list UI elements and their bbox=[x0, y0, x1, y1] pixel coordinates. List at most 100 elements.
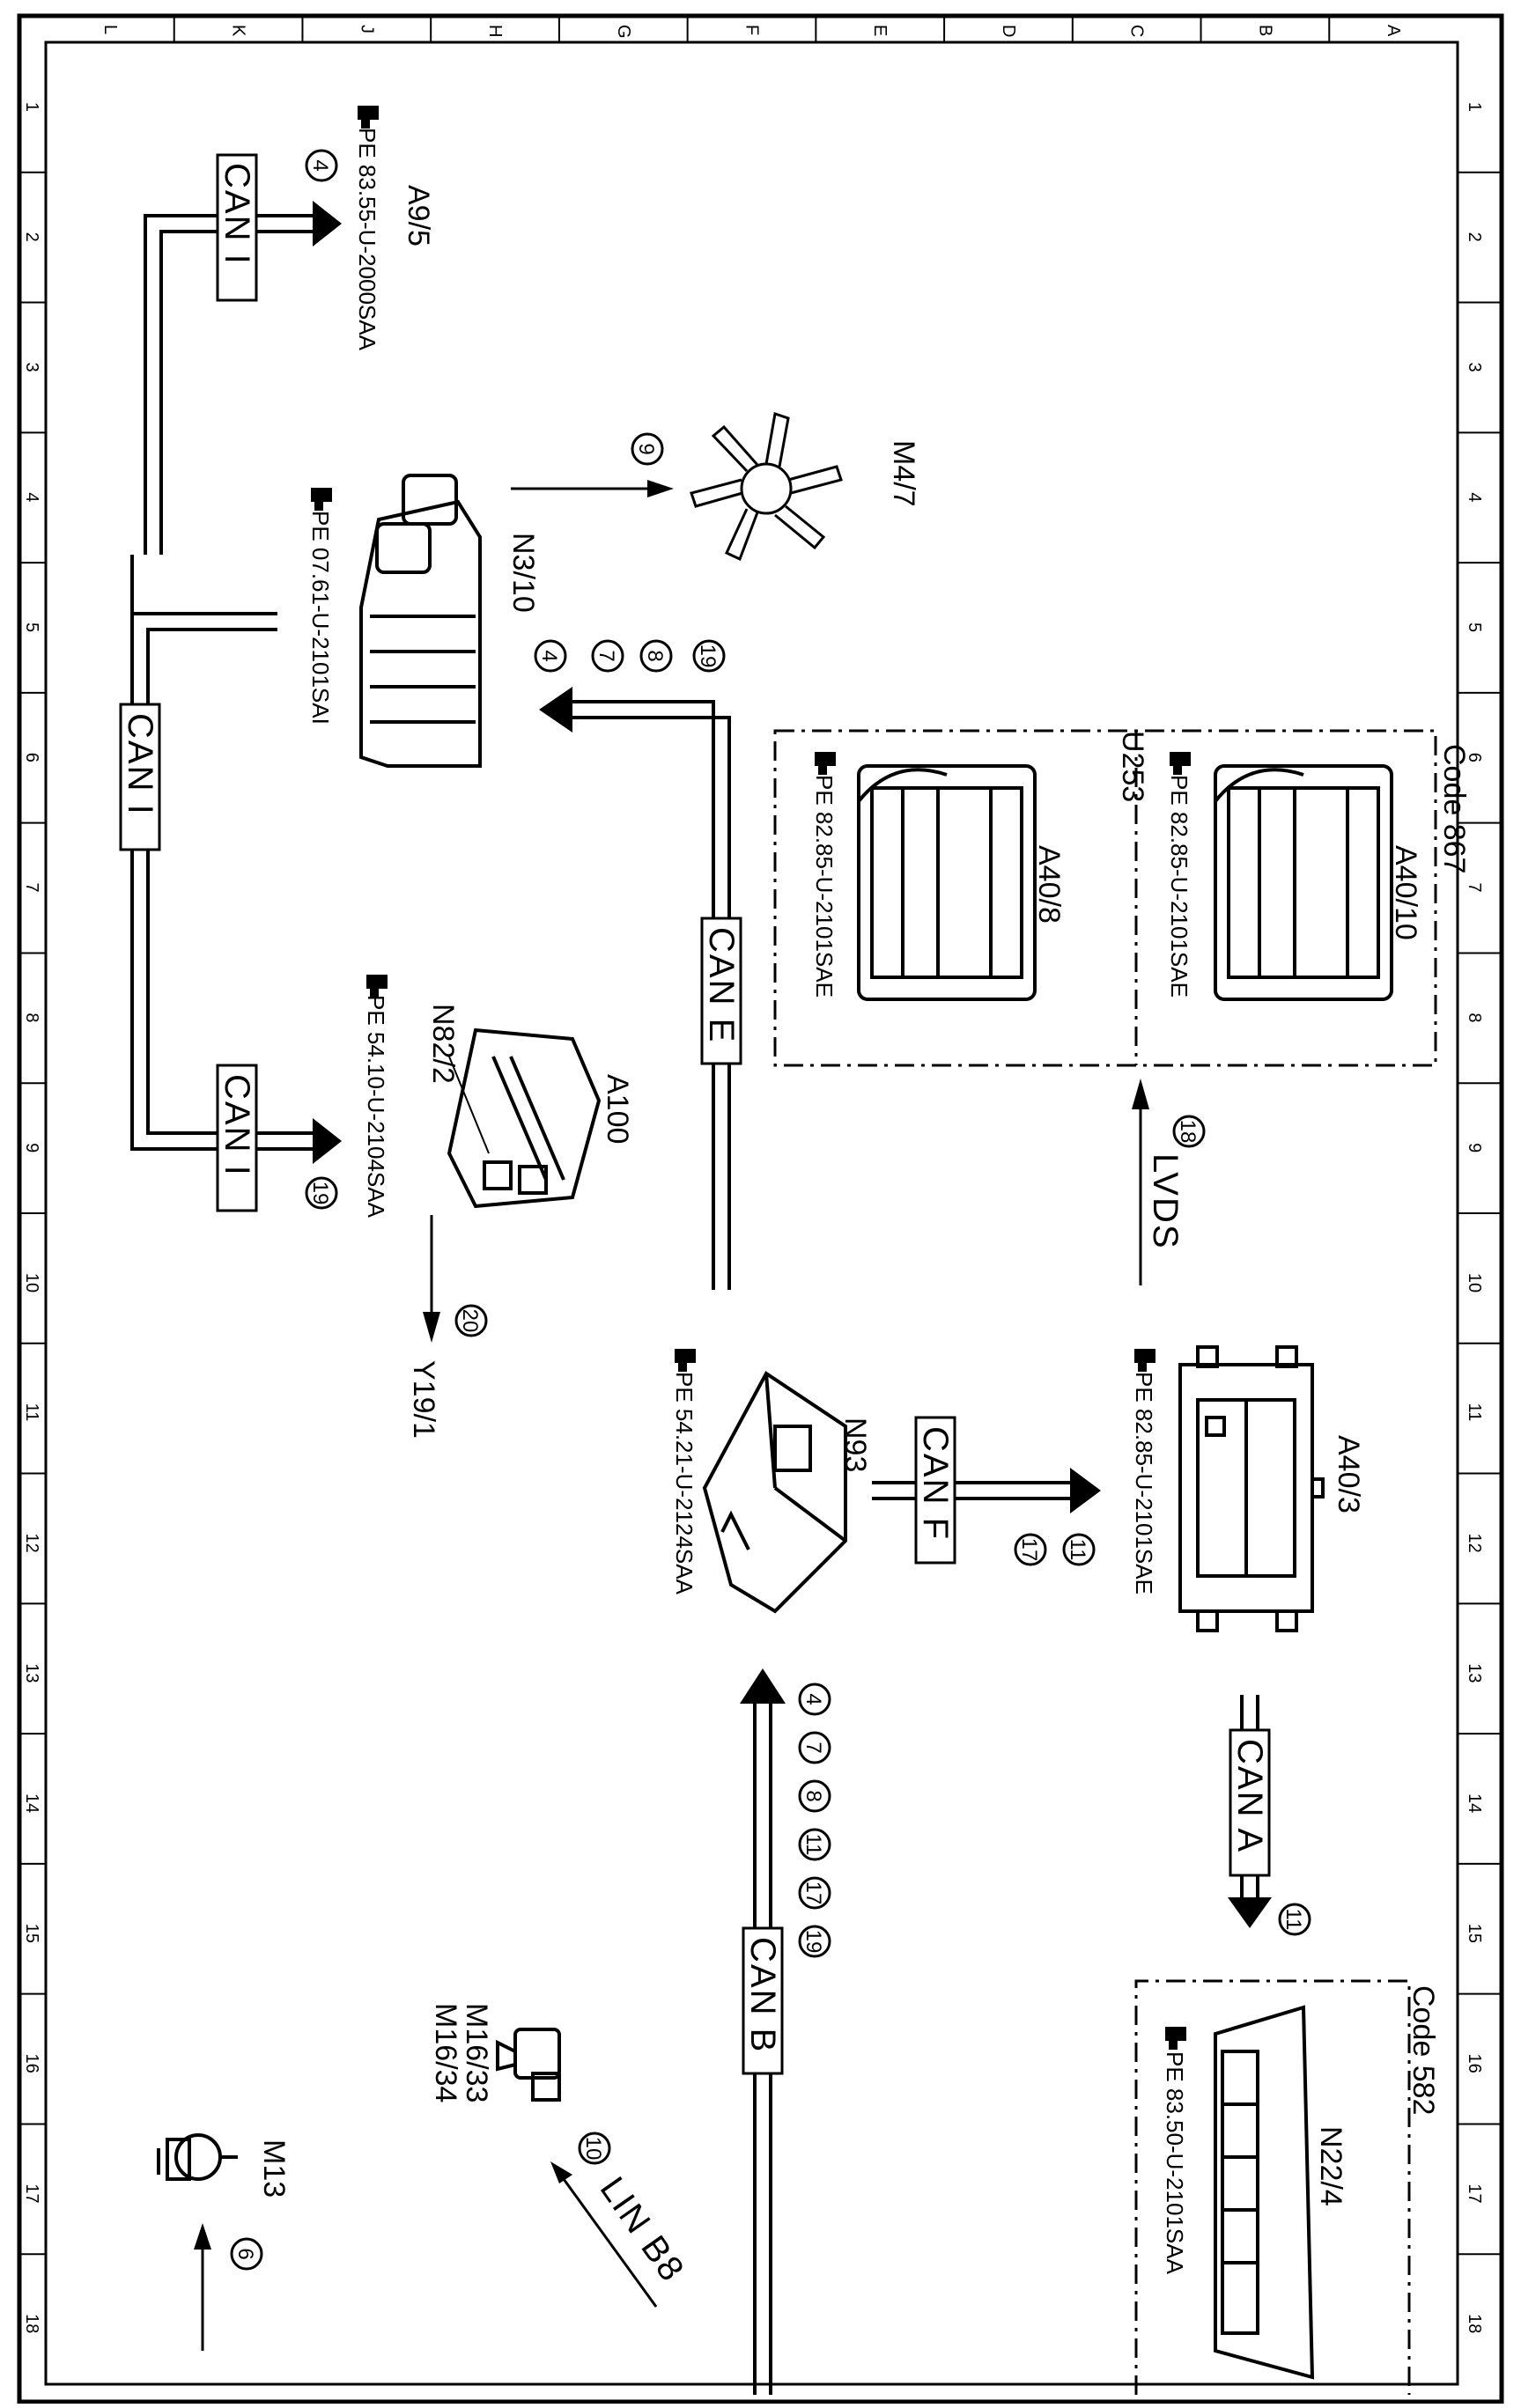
circle-20: 20 bbox=[454, 1304, 488, 1337]
svg-text:19: 19 bbox=[308, 1182, 332, 1205]
svg-text:19: 19 bbox=[801, 1930, 825, 1954]
climate-control-icon bbox=[1214, 2005, 1315, 2380]
component-a40-8[interactable]: PE 82.85-U-2101SAE A40/8 bbox=[811, 752, 1066, 1001]
grid-row-label: 12 bbox=[22, 1533, 41, 1552]
svg-text:18: 18 bbox=[1176, 1120, 1200, 1144]
can-i-label-3: CAN I bbox=[216, 1064, 258, 1212]
svg-text:PE 83.50-U-2101SAA: PE 83.50-U-2101SAA bbox=[1162, 2051, 1188, 2275]
component-m16[interactable]: M16/33 M16/34 bbox=[429, 2003, 561, 2102]
svg-text:CAN I: CAN I bbox=[218, 163, 256, 266]
can-i-arrow-a100 bbox=[313, 1118, 342, 1164]
grid-col-label: F bbox=[742, 25, 762, 35]
lin-b8-line bbox=[562, 2178, 658, 2308]
circle-19-a100: 19 bbox=[305, 1176, 338, 1210]
module-icon bbox=[447, 1027, 602, 1209]
arrow-head bbox=[647, 480, 674, 497]
grid-row-label: 8 bbox=[1465, 1013, 1484, 1022]
svg-text:7: 7 bbox=[801, 1742, 825, 1753]
grid-row-label: 2 bbox=[22, 232, 41, 242]
svg-text:A9/5: A9/5 bbox=[402, 185, 435, 247]
grid-row-label: 18 bbox=[22, 2314, 41, 2333]
grid-row-label: 10 bbox=[22, 1273, 41, 1292]
svg-text:N93: N93 bbox=[838, 1418, 872, 1472]
component-a40-3[interactable]: A40/3 PE 82.85-U-2101SAE bbox=[1131, 1345, 1365, 1632]
component-a100[interactable]: A100 N82/2 PE 54.10-U-2104SAA bbox=[363, 975, 634, 1219]
grid-col-label: D bbox=[999, 25, 1018, 37]
circle-18: 18 bbox=[1172, 1115, 1206, 1148]
svg-text:4: 4 bbox=[308, 159, 332, 171]
grid-col-label: G bbox=[614, 25, 633, 39]
grid-col-label: E bbox=[870, 25, 890, 36]
code-582-label: Code 582 bbox=[1407, 1985, 1440, 2115]
can-b-label: CAN B bbox=[742, 1926, 784, 2075]
pe-reference-icon bbox=[815, 752, 836, 775]
svg-text:11: 11 bbox=[1281, 1909, 1305, 1931]
svg-text:CAN A: CAN A bbox=[1230, 1739, 1269, 1853]
can-f-label: CAN F bbox=[914, 1416, 956, 1565]
svg-text:7: 7 bbox=[594, 650, 618, 661]
grid-row-label: 14 bbox=[1465, 1793, 1484, 1813]
actuator-icon bbox=[496, 2028, 561, 2102]
svg-text:11: 11 bbox=[801, 1834, 825, 1856]
pump-icon bbox=[157, 2133, 238, 2181]
grid-row-label: 10 bbox=[1465, 1273, 1484, 1292]
svg-text:M13: M13 bbox=[257, 2139, 291, 2198]
svg-text:M16/34: M16/34 bbox=[429, 2003, 462, 2102]
component-n93[interactable]: N93 PE 54.21-U-2124SAA bbox=[671, 1349, 872, 1614]
grid-col-label: L bbox=[100, 25, 120, 34]
grid-row-label: 12 bbox=[1465, 1533, 1484, 1552]
svg-text:19: 19 bbox=[696, 644, 720, 668]
svg-text:PE 82.85-U-2101SAE: PE 82.85-U-2101SAE bbox=[1166, 775, 1192, 998]
grid-row-label: 3 bbox=[1465, 362, 1484, 372]
can-f-bus bbox=[872, 1481, 1070, 1500]
can-e-bus bbox=[572, 700, 731, 1290]
svg-text:8: 8 bbox=[643, 650, 667, 661]
svg-text:10: 10 bbox=[581, 2137, 605, 2161]
grid-col-label: C bbox=[1127, 25, 1147, 37]
grid-row-label: 15 bbox=[22, 1924, 41, 1943]
grid-row-label: 13 bbox=[22, 1663, 41, 1683]
pe-reference-icon bbox=[1170, 752, 1191, 775]
component-m13[interactable]: M13 bbox=[157, 2133, 291, 2198]
pe-reference-icon bbox=[1134, 1349, 1156, 1372]
grid-row-label: 17 bbox=[1465, 2183, 1484, 2203]
pe-reference-icon bbox=[311, 488, 332, 511]
svg-text:PE 82.85-U-2101SAE: PE 82.85-U-2101SAE bbox=[1131, 1372, 1157, 1594]
component-n3-10[interactable]: PE 07.61-U-2101SAI N3/10 bbox=[307, 474, 540, 768]
grid-row-label: 7 bbox=[22, 883, 41, 893]
component-a9-5[interactable]: 4 A9/5 PE 83.55-U-2000SAA bbox=[305, 106, 435, 351]
can-i-label-1: CAN I bbox=[216, 153, 258, 302]
component-m4-7[interactable]: M4/7 bbox=[690, 412, 920, 562]
component-a40-10[interactable]: PE 82.85-U-2101SAE A40/10 bbox=[1166, 752, 1422, 1001]
grid-row-label: 5 bbox=[22, 622, 41, 632]
grid-col-label: H bbox=[485, 25, 505, 37]
component-n22-4[interactable]: N22/4 PE 83.50-U-2101SAA bbox=[1162, 2005, 1347, 2380]
svg-text:11: 11 bbox=[1066, 1539, 1089, 1561]
grid-col-label: A bbox=[1384, 25, 1403, 37]
svg-text:PE 07.61-U-2101SAI: PE 07.61-U-2101SAI bbox=[307, 511, 334, 725]
grid-row-label: 11 bbox=[22, 1403, 41, 1422]
grid-row-label: 16 bbox=[22, 2054, 41, 2073]
n3-10-circles: 4 7 8 19 bbox=[534, 639, 726, 673]
code-867-u253-group bbox=[773, 729, 1437, 1067]
gateway-icon bbox=[702, 1371, 847, 1614]
can-f-circles: 11 17 bbox=[1014, 1533, 1096, 1566]
can-f-arrow bbox=[1070, 1468, 1101, 1513]
grid-row-label: 8 bbox=[22, 1013, 41, 1022]
can-i-arrow-a9 bbox=[313, 201, 342, 247]
lin-b8-arrow bbox=[550, 2161, 572, 2183]
svg-text:M4/7: M4/7 bbox=[887, 440, 920, 507]
lvds-label: LVDS bbox=[1146, 1153, 1185, 1250]
svg-text:9: 9 bbox=[634, 443, 658, 454]
ecu-unit-icon bbox=[359, 474, 482, 768]
n82-2-leader bbox=[448, 1056, 490, 1154]
display-unit-icon bbox=[857, 764, 1037, 1001]
svg-text:PE 83.55-U-2000SAA: PE 83.55-U-2000SAA bbox=[354, 128, 380, 351]
grid-row-label: 13 bbox=[1465, 1663, 1484, 1683]
display-unit-icon bbox=[1214, 764, 1393, 1001]
can-i-label-2: CAN I bbox=[119, 703, 161, 851]
can-b-arrow bbox=[740, 1668, 786, 1704]
